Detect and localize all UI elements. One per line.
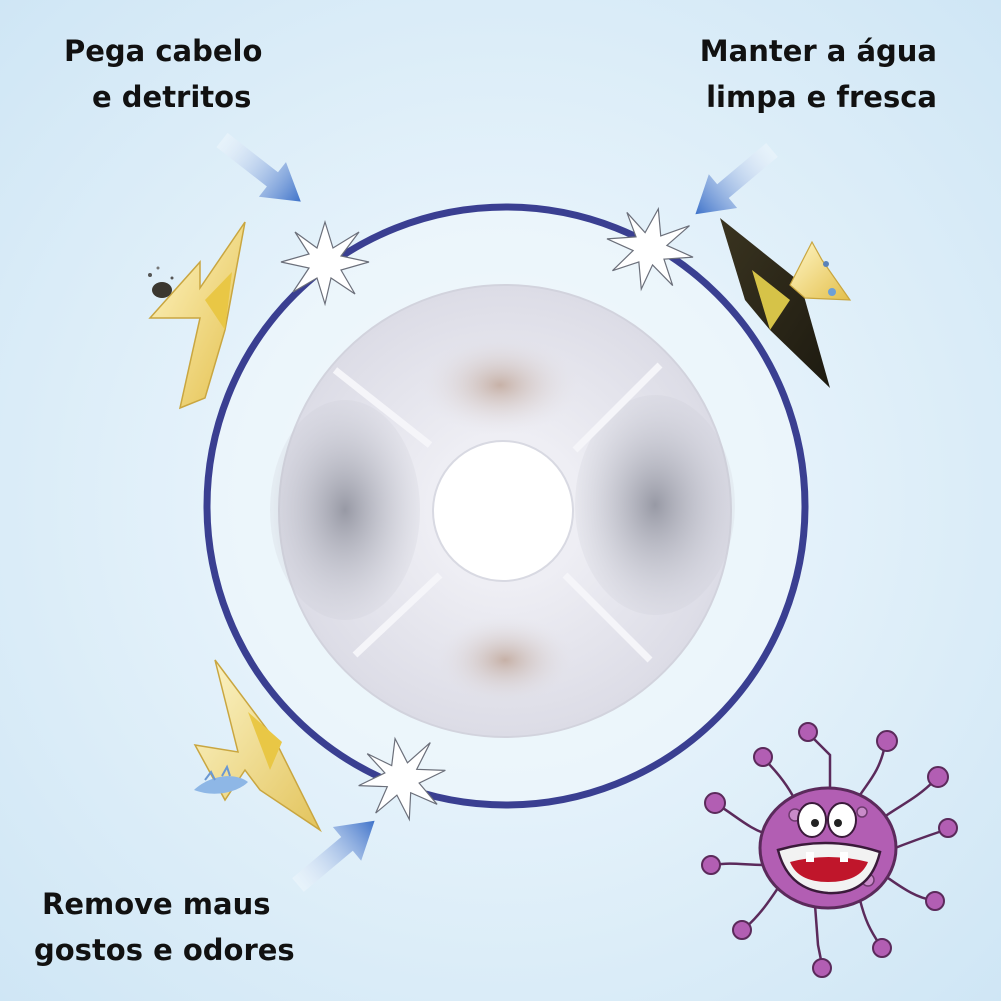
blue-arrow-icon <box>208 122 315 219</box>
dark-arrow-icon <box>720 218 830 388</box>
caption-line: Pega cabelo <box>64 34 263 68</box>
caption-clean-water: Manter a água limpa e fresca <box>700 28 937 120</box>
caption-line: Manter a água <box>699 34 937 68</box>
debris-icon <box>148 266 174 298</box>
yellow-arrow-icon <box>789 240 852 301</box>
caption-catches-hair: Pega cabelo e detritos <box>64 28 262 120</box>
caption-line: e detritos <box>92 80 252 114</box>
blue-arrow-icon <box>681 133 787 232</box>
caption-line: gostos e odores <box>34 933 295 967</box>
filter-disc-icon <box>270 284 735 738</box>
caption-removes-odors: Remove maus gostos e odores <box>34 881 334 973</box>
yellow-arrow-icon <box>148 221 246 410</box>
germ-icon <box>701 722 958 978</box>
caption-line: limpa e fresca <box>706 80 937 114</box>
water-splash-icon <box>194 764 248 794</box>
caption-line: Remove maus <box>42 887 271 921</box>
